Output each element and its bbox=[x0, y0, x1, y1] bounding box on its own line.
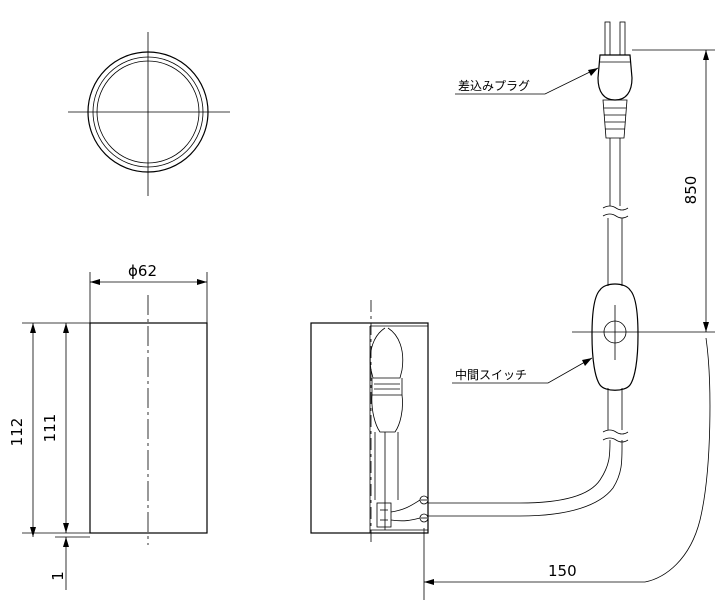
switch-label: 中間スイッチ bbox=[455, 367, 527, 382]
arrow-up-111 bbox=[63, 323, 69, 333]
bulb-glass bbox=[369, 327, 404, 379]
wire-2 bbox=[390, 517, 421, 522]
plug-leader bbox=[455, 67, 599, 95]
arrow-up-112 bbox=[30, 323, 36, 333]
break-mark-upper-1 bbox=[602, 205, 629, 211]
plug-label: 差込みプラグ bbox=[458, 79, 530, 93]
screw-top bbox=[419, 495, 429, 505]
bulb-neck bbox=[371, 378, 403, 396]
cord-assembly: 差込みプラグ 中間スイッチ 850 150 bbox=[423, 21, 715, 600]
arrow-150-left bbox=[424, 579, 434, 585]
front-view-body bbox=[89, 322, 208, 534]
cord-bend-inner bbox=[519, 439, 623, 517]
terminal-block bbox=[376, 502, 392, 528]
section-outer-body bbox=[310, 322, 429, 534]
cord-bend-outer bbox=[519, 439, 611, 504]
plug-prong-right bbox=[619, 21, 626, 56]
arrow-850-top bbox=[703, 50, 709, 60]
plug-leader-arrow bbox=[588, 68, 598, 76]
wire-1 bbox=[390, 499, 421, 513]
arrow-right bbox=[197, 279, 207, 285]
offset-label: 150 bbox=[548, 562, 577, 580]
break-mark-upper-2 bbox=[602, 213, 629, 219]
inline-switch-body bbox=[591, 283, 639, 391]
screw-bottom bbox=[419, 513, 429, 523]
dim-150-curved-extension bbox=[644, 337, 711, 583]
top-view bbox=[68, 32, 230, 196]
plug-strain-relief bbox=[602, 99, 628, 139]
switch-leader-arrow bbox=[582, 358, 592, 366]
switch-leader bbox=[452, 357, 593, 384]
break-mark-lower-2 bbox=[602, 437, 629, 443]
arrow-gap bbox=[63, 537, 69, 547]
break-mark-lower-1 bbox=[602, 429, 629, 435]
plug-prong-left bbox=[604, 21, 611, 56]
plug-body bbox=[597, 54, 633, 101]
arrow-left bbox=[90, 279, 100, 285]
cord-length-label: 850 bbox=[682, 176, 700, 205]
gap-label: 1 bbox=[49, 571, 67, 581]
bulb-base bbox=[371, 394, 403, 433]
front-view: ϕ62 112 111 1 bbox=[8, 262, 208, 590]
arrow-down-112 bbox=[30, 527, 36, 537]
height-total-label: 112 bbox=[8, 418, 26, 447]
diameter-label: ϕ62 bbox=[128, 262, 157, 280]
section-view bbox=[310, 300, 429, 545]
height-body-label: 111 bbox=[41, 414, 59, 443]
arrow-850-bottom bbox=[703, 322, 709, 332]
arrow-down-111 bbox=[63, 523, 69, 533]
